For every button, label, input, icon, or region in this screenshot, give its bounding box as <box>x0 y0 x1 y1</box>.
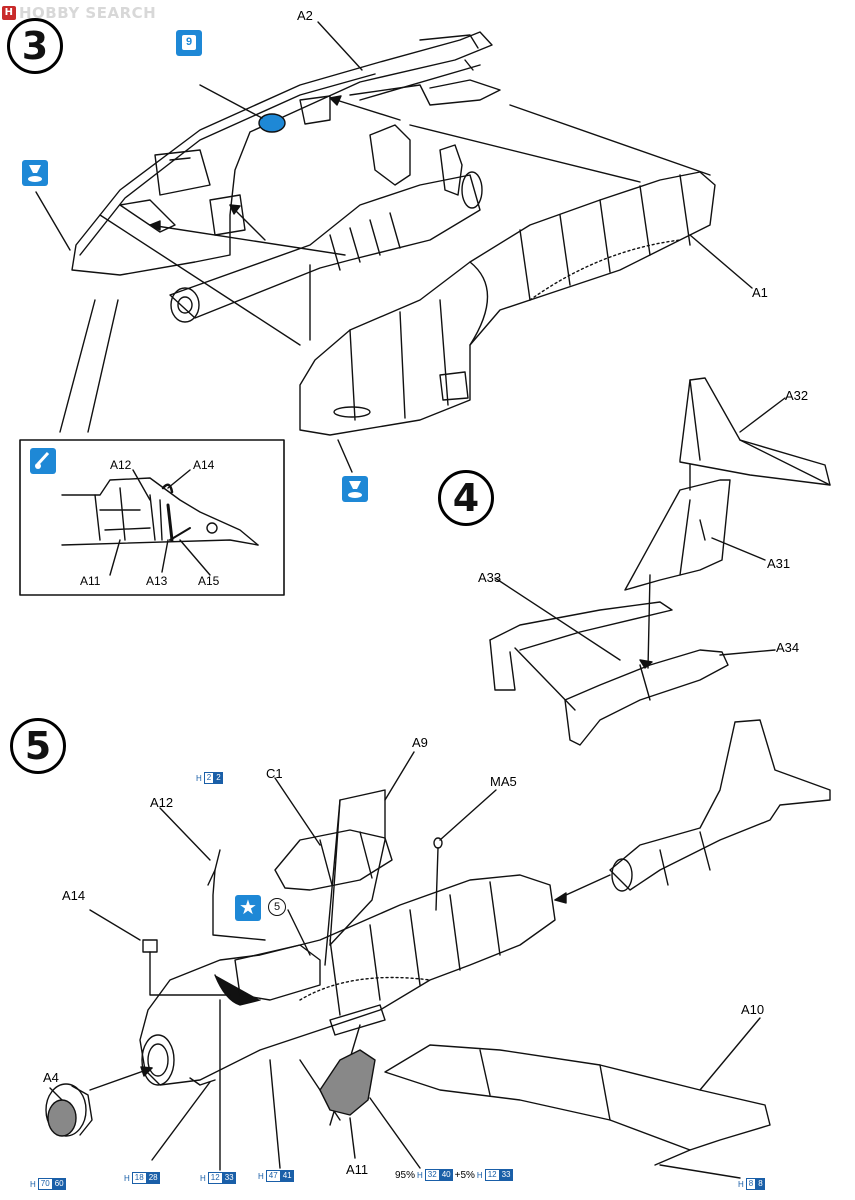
step5-tail-fin-a9 <box>324 789 386 966</box>
part-a32-label: A32 <box>785 388 809 403</box>
part-ma5-label: MA5 <box>490 774 517 789</box>
part-a34-label: A34 <box>776 640 800 655</box>
part-c1-label: C1 <box>266 766 283 781</box>
part-a10-label: A10 <box>741 1002 765 1017</box>
step-5-number: 5 <box>10 718 66 774</box>
paint-bottle-icon: 9 <box>176 30 202 56</box>
drill-hole-icon <box>22 160 48 186</box>
step5-canopy-c1 <box>274 829 393 891</box>
step5-wing-a10 <box>384 1044 771 1166</box>
part-a11-label: A11 <box>346 1162 369 1177</box>
part-a1-label: A1 <box>752 285 768 300</box>
detail-a14-label: A14 <box>193 458 215 472</box>
step5-leaders <box>49 751 761 1179</box>
step3-fuselage-a1 <box>299 171 716 436</box>
part-a4-label: A4 <box>43 1070 59 1085</box>
step3-cockpit-tub-a2 <box>71 31 493 276</box>
step3-bulkhead-parts <box>349 79 501 196</box>
step5-rear-fuselage <box>554 719 831 904</box>
part-a31-label: A31 <box>767 556 791 571</box>
step3-engine-shaft <box>169 171 483 323</box>
part-a14-label: A14 <box>62 888 86 903</box>
step-3-number: 3 <box>7 18 63 74</box>
step4-tail-parts <box>489 377 831 746</box>
step5-small-parts <box>142 837 443 996</box>
step3-assembly-arrows <box>99 59 711 346</box>
part-a33-label: A33 <box>478 570 502 585</box>
paint-code: 9 <box>182 35 196 50</box>
drill-hole-icon <box>342 476 368 502</box>
watermark-logo: H <box>2 6 16 20</box>
decal-ref-number: 5 <box>268 898 286 916</box>
glue-icon <box>30 448 56 474</box>
detail-a11-label: A11 <box>80 574 101 588</box>
detail-a13-label: A13 <box>146 574 168 588</box>
detail-a12-label: A12 <box>110 458 132 472</box>
detail-a15-label: A15 <box>198 574 220 588</box>
watermark-text: HOBBY SEARCH <box>19 4 157 22</box>
step5-intake-a4 <box>45 1066 153 1137</box>
part-a2-label: A2 <box>297 8 313 23</box>
step5-seat-a11 <box>319 1049 376 1116</box>
detail-inset <box>19 439 285 596</box>
step3-leaders <box>35 21 753 473</box>
decal-star-icon: ★ <box>235 895 261 921</box>
step-4-number: 4 <box>438 470 494 526</box>
part-a9-label: A9 <box>412 735 428 750</box>
part-a12-label: A12 <box>150 795 174 810</box>
watermark: H HOBBY SEARCH <box>2 4 156 22</box>
